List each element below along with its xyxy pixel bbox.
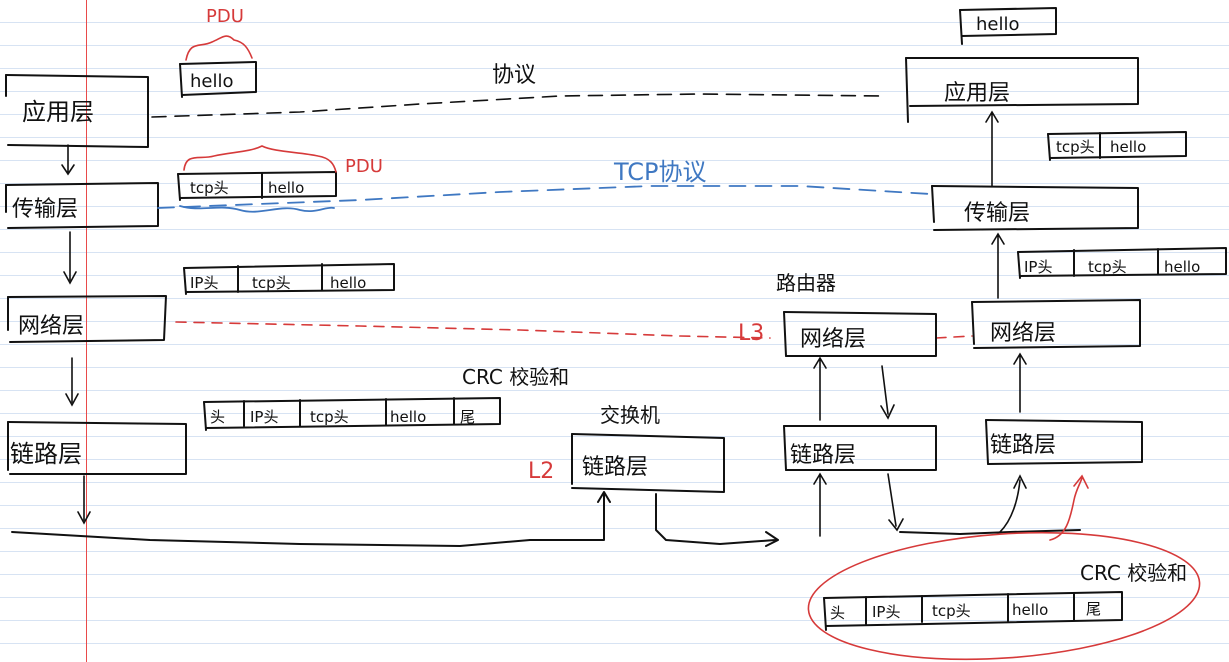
- sender-transport-layer-box: 传输层: [5, 182, 159, 229]
- receiver-frame-header: 头: [830, 604, 845, 622]
- router-link-layer-box: 链路层: [783, 425, 937, 471]
- router-wire-up-arrow: [813, 472, 827, 537]
- sender-network-layer-label: 网络层: [18, 314, 84, 339]
- receiver-network-layer-label: 网络层: [990, 321, 1056, 346]
- sender-app-layer-box: 应用层: [5, 74, 149, 148]
- sender-link-layer-box: 链路层: [7, 421, 187, 475]
- receiver-app-layer-box: 应用层: [905, 57, 1139, 123]
- switch-label: 交换机: [600, 403, 660, 427]
- receiver-up-arrow-app: [985, 110, 999, 187]
- network-protocol-dashed-line: [175, 321, 771, 339]
- sender-link-layer-label: 链路层: [10, 440, 82, 468]
- router-wire-down-arrow: [887, 473, 904, 532]
- crc-frame-circle: [807, 531, 1201, 661]
- link-frame-trailer: 尾: [460, 408, 475, 426]
- switch-link-layer-box: 链路层: [571, 433, 725, 493]
- receiver-transport-layer-label: 传输层: [964, 201, 1030, 226]
- router-network-layer-box: 网络层: [783, 311, 937, 357]
- transport-pdu-hello: hello: [268, 179, 304, 197]
- router-up-arrow: [813, 356, 827, 421]
- receiver-link-frame-packet: 头 IP头 tcp头 hello 尾: [823, 591, 1123, 631]
- network-pdu-ip-header: IP头: [190, 274, 218, 292]
- receiver-ip-packet-hello: hello: [1164, 258, 1200, 276]
- receiver-hello-packet: hello: [959, 7, 1057, 45]
- network-pdu-tcp-header: tcp头: [252, 274, 291, 292]
- receiver-hello: hello: [976, 14, 1020, 35]
- receiver-transport-layer-box: 传输层: [931, 185, 1139, 231]
- app-pdu-packet: hello PDU: [179, 6, 257, 98]
- app-protocol-dashed-line: [151, 93, 881, 118]
- router-label: 路由器: [776, 271, 836, 295]
- receiver-ip-packet: IP头 tcp头 hello: [1017, 247, 1227, 279]
- sender-network-layer-box: 网络层: [7, 295, 167, 343]
- receiver-crc-label: CRC 校验和: [1080, 561, 1187, 585]
- receiver-tcp-packet: tcp头 hello: [1047, 131, 1187, 161]
- transport-pdu-label: PDU: [345, 156, 383, 177]
- receiver-link-layer-label: 链路层: [990, 433, 1056, 458]
- link-frame-hello: hello: [390, 408, 426, 426]
- transport-pdu-packet: tcp头 hello PDU: [177, 145, 383, 213]
- physical-wire-left: [11, 531, 531, 547]
- sender-transport-layer-label: 传输层: [12, 197, 78, 222]
- network-pdu-hello: hello: [330, 274, 366, 292]
- link-crc-label: CRC 校验和: [462, 365, 569, 389]
- receiver-frame-hello: hello: [1012, 601, 1048, 619]
- network-pdu-packet: IP头 tcp头 hello: [183, 263, 395, 295]
- link-frame-header: 头: [210, 408, 225, 426]
- app-pdu-hello: hello: [190, 71, 234, 92]
- wire-router-to-receiver: [899, 529, 1081, 535]
- receiver-link-layer-box: 链路层: [985, 419, 1143, 465]
- router-down-arrow: [880, 365, 895, 420]
- sender-app-layer-label: 应用层: [22, 98, 94, 126]
- sender-down-arrows: [61, 144, 91, 525]
- switch-link-layer-label: 链路层: [582, 455, 648, 480]
- receiver-up-arrow-transport: [991, 232, 1005, 299]
- receiver-network-layer-box: 网络层: [971, 299, 1141, 349]
- wire-to-switch: [529, 491, 611, 541]
- wire-switch-to-router: [655, 493, 779, 547]
- margin-line: [86, 0, 87, 662]
- router-l3-label: L3: [738, 321, 764, 346]
- link-frame-ip-header: IP头: [250, 408, 278, 426]
- receiver-tcp-packet-hello: hello: [1110, 138, 1146, 156]
- transport-pdu-tcp-header: tcp头: [190, 179, 229, 197]
- receiver-app-layer-label: 应用层: [944, 81, 1010, 106]
- link-frame-tcp-header: tcp头: [310, 408, 349, 426]
- router-link-layer-label: 链路层: [790, 443, 856, 468]
- router-network-layer-label: 网络层: [800, 327, 866, 352]
- app-pdu-label: PDU: [206, 6, 244, 27]
- receiver-ip-packet-tcp-header: tcp头: [1088, 258, 1127, 276]
- app-protocol-label: 协议: [492, 63, 536, 88]
- tcp-protocol-dashed-line: [157, 185, 931, 209]
- network-protocol-dashed-line-right: [935, 335, 973, 339]
- switch-l2-label: L2: [528, 459, 554, 484]
- receiver-up-arrow-network: [1013, 352, 1027, 413]
- tcp-protocol-label: TCP协议: [613, 158, 706, 186]
- receiver-wire-up-arrow: [999, 474, 1027, 533]
- receiver-tcp-packet-tcp-header: tcp头: [1056, 138, 1095, 156]
- receiver-ip-packet-ip-header: IP头: [1024, 258, 1052, 276]
- receiver-frame-trailer: 尾: [1086, 600, 1101, 618]
- receiver-frame-ip-header: IP头: [872, 603, 900, 621]
- link-frame-packet: 头 IP头 tcp头 hello 尾: [203, 397, 501, 431]
- receiver-frame-tcp-header: tcp头: [932, 602, 971, 620]
